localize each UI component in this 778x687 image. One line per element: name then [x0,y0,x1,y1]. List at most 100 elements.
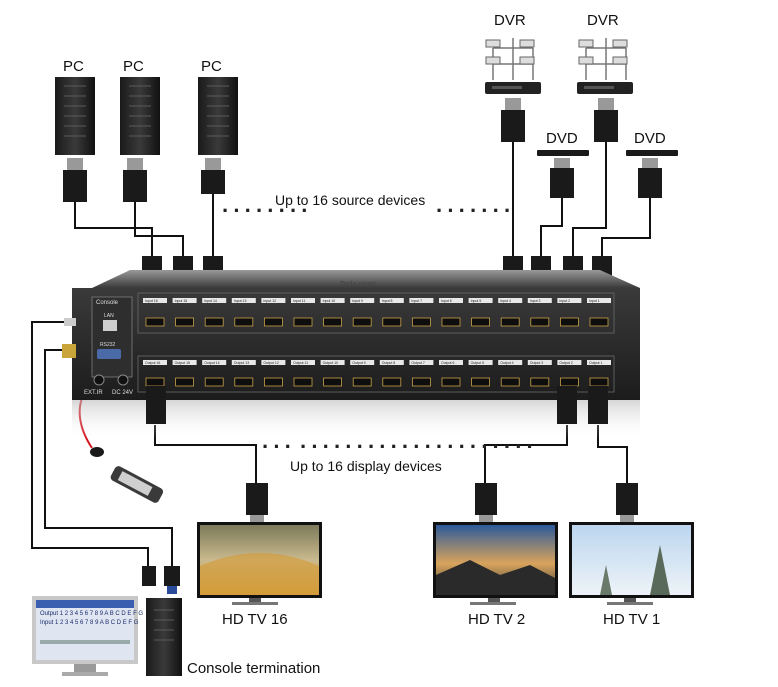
output-tag-text-13: Output 13 [234,361,249,365]
input-port-6 [441,317,461,327]
tv16-label: HD TV 16 [222,611,288,628]
dvd2-label: DVD [634,130,666,147]
output-tag-text-10: Output 10 [323,361,338,365]
dvr-1 [485,38,541,94]
output-tag-text-6: Output 6 [441,361,454,365]
input-ports [145,317,609,327]
console-termination-label: Console termination [187,660,321,677]
dvd-2 [626,150,678,156]
monitor-output-row: Output 1 2 3 4 5 6 7 8 9 A B C D E F G [40,611,144,617]
input-tag-text-16: Input 16 [145,299,158,303]
output-port-13 [234,377,254,387]
console-pc [146,598,182,676]
input-tag-9 [350,298,375,303]
output-port-7 [411,377,431,387]
source-dots-right: ······· [436,198,516,223]
output-tag-text-9: Output 9 [352,361,365,365]
output-tag-12 [261,360,286,365]
rs232-cable [44,349,173,568]
tv2-label: HD TV 2 [468,611,526,628]
dc-port [117,374,129,386]
output-tag-text-12: Output 12 [263,361,278,365]
input-tag-6 [439,298,463,303]
console-connectors [142,566,180,594]
dvr-2 [577,38,633,94]
input-tag-12 [261,298,286,303]
output-port-12 [263,377,283,387]
output-tag-2 [557,360,582,365]
input-port-8 [382,317,402,327]
dvr2-cable [572,140,607,258]
console-cables [31,321,173,568]
hdmi-plugs-outputs [146,386,608,424]
output-row-frame [137,355,615,393]
input-port-13 [234,317,254,327]
ir-receiver [90,447,104,457]
output-port-10 [323,377,343,387]
input-tag-text-4: Input 4 [500,299,511,303]
output-tag-6 [439,360,463,365]
tv1-label: HD TV 1 [603,611,661,628]
hdmi-plugs-tvs [246,483,638,525]
output-tag-text-5: Output 5 [471,361,484,365]
input-tag-text-3: Input 3 [530,299,541,303]
input-tag-2 [557,298,582,303]
input-tag-4 [498,298,523,303]
output-port-9 [352,377,372,387]
source-caption: Up to 16 source devices [275,192,426,208]
hdmi-plugs-sources [63,98,662,202]
input-port-3 [530,317,550,327]
output-port-14 [204,377,224,387]
ext-ir-port [93,374,105,386]
output-tag-11 [291,360,315,365]
input-tag-text-5: Input 5 [471,299,482,303]
console-label: Console [96,300,119,306]
input-tag-text-13: Input 13 [234,299,247,303]
input-tag-text-8: Input 8 [382,299,393,303]
output-tag-9 [350,360,375,365]
input-tag-3 [527,298,552,303]
pc1-cable [74,200,153,258]
output-tag-text-3: Output 3 [530,361,543,365]
input-port-7 [411,317,431,327]
switch-reflection [72,400,640,440]
input-port-9 [352,317,372,327]
output-tag-1 [587,360,611,365]
display-dots-right: ····················· [300,434,538,459]
input-tag-text-15: Input 15 [175,299,188,303]
input-port-14 [204,317,224,327]
source-cables [74,140,651,258]
output-port-16 [145,377,165,387]
console-plugs [62,318,76,358]
output-tag-7 [409,360,434,365]
output-tag-text-1: Output 1 [589,361,602,365]
input-tag-text-10: Input 10 [323,299,336,303]
input-tag-10 [320,298,345,303]
tv1 [569,522,694,605]
input-tag-text-2: Input 2 [559,299,570,303]
output-tag-14 [202,360,227,365]
input-tag-15 [172,298,197,303]
brand-text: Tesla smart [340,281,376,288]
input-port-15 [175,317,195,327]
display-dots-left: ··· [262,434,296,459]
dvr1-label: DVR [494,12,526,29]
pc3-label: PC [201,58,222,75]
input-tag-text-6: Input 6 [441,299,452,303]
monitor-input-row: Input 1 2 3 4 5 6 7 8 9 A B C D E F G [40,620,139,626]
dvd1-cable [540,196,563,258]
output-tag-text-8: Output 8 [382,361,395,365]
input-port-11 [293,317,313,327]
lan-port [103,320,117,331]
pc2-label: PC [123,58,144,75]
pc2-cable [134,200,184,258]
output-tag-8 [379,360,404,365]
output-port-4 [500,377,520,387]
output-port-11 [293,377,313,387]
input-tag-11 [291,298,315,303]
output-port-8 [382,377,402,387]
input-tag-1 [587,298,611,303]
output-port-15 [175,377,195,387]
